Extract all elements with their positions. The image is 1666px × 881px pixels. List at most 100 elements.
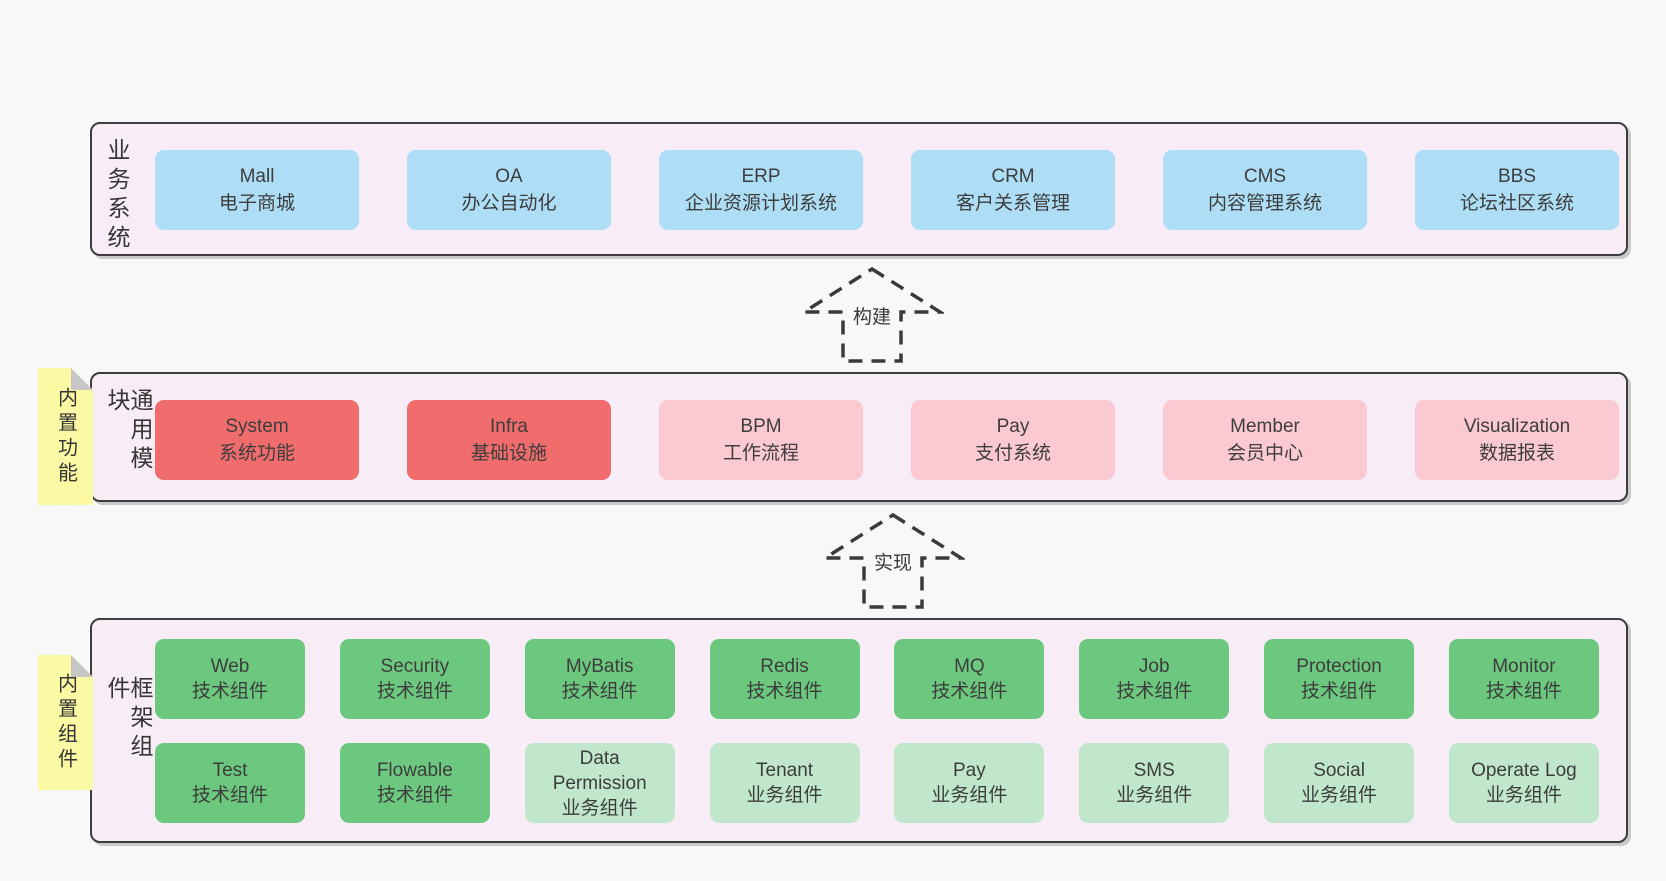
node-subtitle: 技术组件 — [376, 785, 453, 806]
node-title: ERP — [741, 166, 781, 187]
node-subtitle: 技术组件 — [931, 681, 1008, 702]
node-title: Data Permission — [552, 747, 647, 794]
node-subtitle: 技术组件 — [191, 681, 268, 702]
node-mall: Mall 电子商城 — [155, 150, 359, 230]
node-subtitle: 论坛社区系统 — [1459, 193, 1574, 214]
node-infra: Infra 基础设施 — [407, 400, 611, 480]
node-title: Monitor — [1492, 656, 1556, 677]
node-flowable: Flowable 技术组件 — [339, 743, 490, 823]
node-title: CMS — [1243, 166, 1287, 187]
node-subtitle: 内容管理系统 — [1207, 193, 1322, 214]
node-subtitle: 业务组件 — [1485, 785, 1562, 806]
dashed-up-arrow-icon — [821, 512, 965, 609]
node-security: Security 技术组件 — [339, 639, 490, 719]
node-title: SMS — [1133, 760, 1175, 781]
node-title: Mall — [239, 166, 275, 187]
node-oa: OA 办公自动化 — [407, 150, 611, 230]
node-subtitle: 工作流程 — [722, 443, 799, 464]
node-subtitle: 客户关系管理 — [955, 193, 1070, 214]
business-systems-nodes: Mall 电子商城 OA 办公自动化 ERP 企业资源计划系统 CRM 客户关系管理 CMS 内容… — [155, 150, 1619, 230]
node-pay: Pay 支付系统 — [911, 400, 1115, 480]
node-title: BBS — [1497, 166, 1537, 187]
node-redis: Redis 技术组件 — [709, 639, 860, 719]
node-subtitle: 支付系统 — [974, 443, 1051, 464]
node-subtitle: 技术组件 — [1116, 681, 1193, 702]
node-title: Test — [212, 760, 248, 781]
node-title: MQ — [954, 656, 985, 677]
node-subtitle: 办公自动化 — [461, 193, 557, 214]
node-visualization: Visualization 数据报表 — [1415, 400, 1619, 480]
node-title: Web — [210, 656, 250, 677]
node-title: MyBatis — [565, 656, 634, 677]
sticky-note-label: 内置功能 — [54, 386, 77, 487]
arrow-implement-label: 实现 — [870, 548, 916, 575]
node-pay: Pay 业务组件 — [894, 743, 1045, 823]
node-crm: CRM 客户关系管理 — [911, 150, 1115, 230]
node-web: Web 技术组件 — [155, 639, 305, 719]
sticky-note-builtin-components: 内置组件 — [38, 655, 93, 790]
node-erp: ERP 企业资源计划系统 — [659, 150, 863, 230]
node-title: Pay — [996, 416, 1030, 437]
layer-title: 通用模块 — [104, 388, 153, 475]
node-subtitle: 技术组件 — [1485, 681, 1562, 702]
node-subtitle: 电子商城 — [218, 193, 295, 214]
node-data-permission: Data Permission 业务组件 — [524, 743, 675, 823]
arrow-build-label: 构建 — [849, 302, 895, 329]
arrow-build: 构建 — [800, 266, 944, 364]
node-title: Tenant — [756, 760, 814, 781]
node-title: Visualization — [1463, 416, 1571, 437]
node-subtitle: 业务组件 — [1116, 785, 1193, 806]
node-title: Redis — [760, 656, 809, 677]
node-title: BPM — [740, 416, 782, 437]
node-title: Social — [1313, 760, 1365, 781]
node-title: CRM — [991, 166, 1035, 187]
node-mq: MQ 技术组件 — [894, 639, 1045, 719]
node-title: Pay — [953, 760, 986, 781]
node-bbs: BBS 论坛社区系统 — [1415, 150, 1619, 230]
node-subtitle: 技术组件 — [1301, 681, 1378, 702]
layer-title: 业务系统 — [104, 138, 130, 254]
sticky-note-builtin-features: 内置功能 — [38, 368, 93, 505]
node-mybatis: MyBatis 技术组件 — [524, 639, 675, 719]
node-monitor: Monitor 技术组件 — [1448, 639, 1599, 719]
node-subtitle: 企业资源计划系统 — [684, 193, 837, 214]
node-subtitle: 会员中心 — [1226, 443, 1303, 464]
node-subtitle: 技术组件 — [561, 681, 638, 702]
node-test: Test 技术组件 — [155, 743, 305, 823]
dashed-up-arrow-icon — [800, 266, 944, 363]
node-member: Member 会员中心 — [1163, 400, 1367, 480]
node-subtitle: 业务组件 — [931, 785, 1008, 806]
node-title: Flowable — [376, 760, 453, 781]
node-title: System — [225, 416, 289, 437]
node-title: Operate Log — [1471, 760, 1577, 781]
node-title: Security — [380, 656, 450, 677]
node-title: Member — [1230, 416, 1300, 437]
node-title: OA — [495, 166, 523, 187]
node-job: Job 技术组件 — [1079, 639, 1230, 719]
node-sms: SMS 业务组件 — [1079, 743, 1230, 823]
arrow-implement: 实现 — [821, 512, 965, 610]
node-social: Social 业务组件 — [1264, 743, 1415, 823]
node-subtitle: 技术组件 — [746, 681, 823, 702]
node-cms: CMS 内容管理系统 — [1163, 150, 1367, 230]
node-title: Infra — [489, 416, 529, 437]
node-subtitle: 技术组件 — [191, 785, 268, 806]
node-tenant: Tenant 业务组件 — [709, 743, 860, 823]
node-subtitle: 业务组件 — [561, 797, 638, 819]
node-subtitle: 技术组件 — [376, 681, 453, 702]
layer-business-systems: 业务系统 Mall 电子商城 OA 办公自动化 ERP 企业资源计划系统 CRM 客户关系管理… — [90, 122, 1628, 256]
node-subtitle: 业务组件 — [746, 785, 823, 806]
node-operate-log: Operate Log 业务组件 — [1448, 743, 1599, 823]
node-title: Job — [1138, 656, 1170, 677]
node-subtitle: 数据报表 — [1478, 443, 1555, 464]
node-subtitle: 基础设施 — [470, 443, 547, 464]
node-bpm: BPM 工作流程 — [659, 400, 863, 480]
node-subtitle: 业务组件 — [1301, 785, 1378, 806]
